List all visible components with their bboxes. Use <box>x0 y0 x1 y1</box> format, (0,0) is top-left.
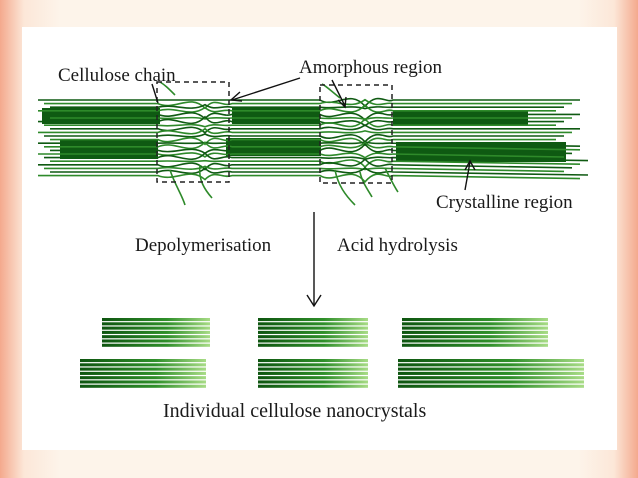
loose-chain-line <box>198 164 213 199</box>
down-arrow-head <box>306 294 322 308</box>
cellulose-chain-line <box>44 151 589 162</box>
nanocrystal-bar <box>102 318 210 347</box>
cellulose-chain-line <box>38 152 565 159</box>
label-nanocrystals: Individual cellulose nanocrystals <box>163 400 426 422</box>
loose-chain-line <box>169 169 186 206</box>
crystalline-slab <box>232 108 320 124</box>
cellulose-chain-line <box>44 165 565 173</box>
cellulose-chain-line <box>44 133 564 143</box>
cellulose-chain-line <box>38 158 573 171</box>
cellulose-chain-line <box>38 127 572 135</box>
label-amorphous-region: Amorphous region <box>299 57 443 78</box>
amorphous-box-left <box>156 81 230 183</box>
arrow-crystalline-head <box>464 159 476 171</box>
loose-chain-line <box>334 169 356 206</box>
label-cellulose-chain: Cellulose chain <box>58 65 176 86</box>
cellulose-chain-line <box>50 166 589 176</box>
label-acid-hydrolysis: Acid hydrolysis <box>337 235 458 256</box>
amorphous-box-right <box>319 84 393 184</box>
cellulose-chain-line <box>44 98 572 110</box>
crystalline-slab <box>42 108 160 124</box>
nanocrystal-bar <box>398 359 584 388</box>
cellulose-chain-line <box>38 115 564 127</box>
arrow-amorphous-left <box>231 77 301 101</box>
nanocrystal-bar <box>258 318 368 347</box>
cellulose-chain-line <box>38 97 580 108</box>
cellulose-chain-line <box>50 137 556 147</box>
arrow-cellulose-chain <box>151 83 159 104</box>
cellulose-chain-line <box>50 103 564 110</box>
cellulose-chain-line <box>50 116 572 121</box>
arrow-amorphous-left-head <box>229 91 243 102</box>
pointer-arrows <box>151 77 476 308</box>
nanocrystal-bar <box>258 359 368 388</box>
arrow-crystalline <box>464 161 471 191</box>
nanocrystal-set <box>80 318 584 388</box>
cellulose-chain-line <box>38 103 556 113</box>
loose-chain-line <box>384 167 399 193</box>
nanocrystal-bar <box>402 318 548 347</box>
cellulose-chain-line <box>38 173 581 184</box>
cellulose-chain-line <box>50 123 580 134</box>
cellulose-fiber-bundle <box>38 81 589 206</box>
label-depolymerisation: Depolymerisation <box>135 235 272 256</box>
cellulose-chain-line <box>38 141 581 147</box>
label-crystalline-region: Crystalline region <box>436 192 573 213</box>
loose-chain-line <box>159 81 176 96</box>
arrow-amorphous-right <box>331 79 346 107</box>
nanocrystal-bar <box>80 359 206 388</box>
crystalline-slab <box>60 139 158 159</box>
cellulose-chain-line <box>44 112 580 122</box>
loose-chain-line <box>359 171 373 198</box>
cellulose-chain-line <box>44 141 581 151</box>
cellulose-chain-line <box>50 159 581 169</box>
arrow-amorphous-right-head <box>337 96 347 109</box>
